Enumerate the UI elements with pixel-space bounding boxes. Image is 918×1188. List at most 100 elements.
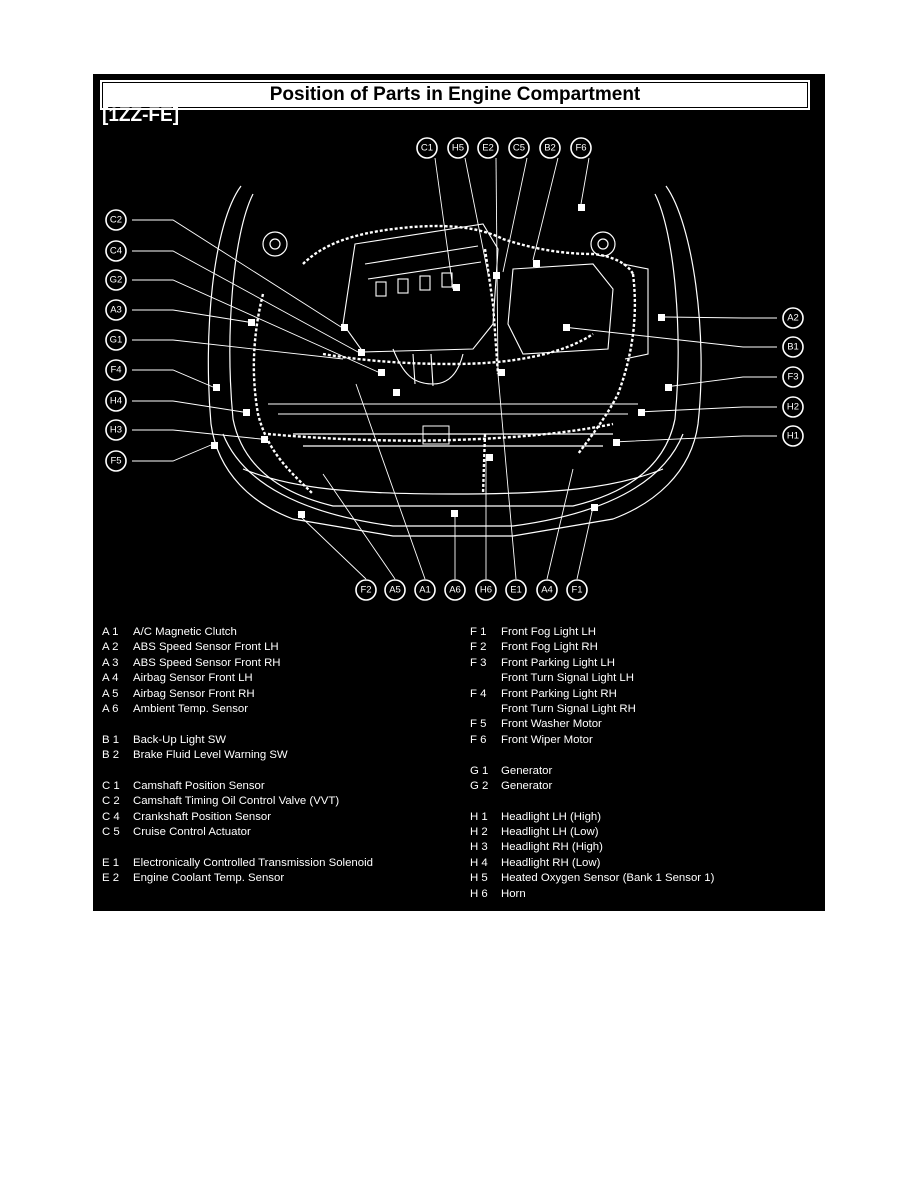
legend-entry: C 2 Camshaft Timing Oil Control Valve (VV… bbox=[102, 794, 373, 809]
legend-text: Front Fog Light RH bbox=[501, 641, 598, 654]
legend-code: E 1 bbox=[102, 856, 120, 869]
legend-entry: H 6 Horn bbox=[470, 887, 714, 902]
legend-entry: A 4 Airbag Sensor Front LH bbox=[102, 671, 373, 686]
svg-text:C5: C5 bbox=[513, 143, 525, 154]
legend-text: Generator bbox=[501, 779, 553, 792]
legend-text: Horn bbox=[501, 887, 526, 900]
legend-text: Headlight LH (High) bbox=[501, 810, 602, 823]
legend-text: A/C Magnetic Clutch bbox=[133, 626, 237, 638]
legend-entry: F 3 Front Parking Light LH bbox=[470, 656, 714, 671]
legend-code: A 5 bbox=[102, 687, 119, 700]
legend-text: Ambient Temp. Sensor bbox=[133, 702, 249, 715]
legend-text: Camshaft Position Sensor bbox=[133, 779, 265, 792]
legend-code: F 3 bbox=[470, 656, 487, 669]
legend-code: F 4 bbox=[470, 687, 487, 700]
callout-H5: H5 bbox=[447, 137, 469, 159]
legend-text: Generator bbox=[501, 764, 553, 777]
battery-area bbox=[507, 263, 649, 360]
legend-code: H 4 bbox=[470, 856, 488, 869]
engine-compartment-drawing: C1 H5 E2 C5 B2 F6 C2 C4 G2 A3 G1 F4 H4 H… bbox=[105, 137, 804, 601]
svg-text:H5: H5 bbox=[452, 143, 464, 154]
legend-text: Front Parking Light LH bbox=[501, 656, 615, 669]
legend-text: Engine Coolant Temp. Sensor bbox=[133, 872, 285, 885]
callout-B1: B1 bbox=[782, 336, 804, 358]
legend-code bbox=[470, 671, 501, 686]
legend-code: F 2 bbox=[470, 641, 487, 654]
legend-code: A 2 bbox=[102, 641, 119, 654]
legend-entry: H 4 Headlight RH (Low) bbox=[470, 856, 714, 871]
legend-text: Front Turn Signal Light LH bbox=[501, 672, 634, 685]
callout-A2: A2 bbox=[782, 307, 804, 329]
callout-F4: F4 bbox=[105, 359, 127, 381]
legend-text: Crankshaft Position Sensor bbox=[133, 810, 272, 823]
legend-text: Airbag Sensor Front LH bbox=[133, 672, 253, 685]
legend-entry: G 1 Generator bbox=[470, 764, 714, 779]
legend-entry bbox=[102, 717, 373, 732]
callout-E1: E1 bbox=[505, 579, 527, 601]
legend-code: B 2 bbox=[102, 749, 120, 762]
legend-text: Headlight RH (High) bbox=[501, 841, 603, 854]
callout-A4: A4 bbox=[536, 579, 558, 601]
callout-C4: C4 bbox=[105, 240, 127, 262]
svg-text:B2: B2 bbox=[544, 143, 556, 154]
radiator-support bbox=[268, 403, 638, 445]
legend-text: Front Washer Motor bbox=[501, 718, 602, 731]
legend-code: F 1 bbox=[470, 626, 487, 638]
legend-code: H 6 bbox=[470, 887, 488, 900]
wire-harness bbox=[252, 224, 637, 495]
svg-text:G2: G2 bbox=[110, 275, 123, 286]
legend-text: Front Turn Signal Light RH bbox=[501, 702, 636, 715]
svg-text:A6: A6 bbox=[449, 585, 461, 596]
legend-code: A 4 bbox=[102, 672, 119, 685]
legend-text: Camshaft Timing Oil Control Valve (VVT) bbox=[133, 795, 340, 808]
legend-entry bbox=[102, 764, 373, 779]
legend-entry bbox=[102, 840, 373, 855]
legend-text: Front Parking Light RH bbox=[501, 687, 617, 700]
strut-tower-right bbox=[590, 231, 616, 257]
legend-code: F 5 bbox=[470, 718, 487, 731]
svg-text:E1: E1 bbox=[510, 585, 522, 596]
legend-text: Airbag Sensor Front RH bbox=[133, 687, 255, 700]
engine-block bbox=[342, 223, 499, 387]
legend-entry: B 2 Brake Fluid Level Warning SW bbox=[102, 748, 373, 763]
legend-entry: H 3 Headlight RH (High) bbox=[470, 840, 714, 855]
callout-G2: G2 bbox=[105, 269, 127, 291]
callout-F1: F1 bbox=[566, 579, 588, 601]
legend-code: A 1 bbox=[102, 626, 119, 638]
svg-text:A1: A1 bbox=[419, 585, 431, 596]
legend-text: Brake Fluid Level Warning SW bbox=[133, 749, 288, 762]
svg-text:B1: B1 bbox=[787, 342, 799, 353]
callout-H6: H6 bbox=[475, 579, 497, 601]
legend-text: Headlight RH (Low) bbox=[501, 856, 601, 869]
legend-text: Electronically Controlled Transmission S… bbox=[133, 856, 373, 869]
legend-code bbox=[470, 702, 501, 717]
callout-F5: F5 bbox=[105, 450, 127, 472]
callout-H4: H4 bbox=[105, 390, 127, 412]
legend-code: H 3 bbox=[470, 841, 488, 854]
svg-text:H3: H3 bbox=[110, 425, 122, 436]
svg-text:F5: F5 bbox=[110, 456, 121, 467]
svg-text:E2: E2 bbox=[482, 143, 494, 154]
legend-code: C 2 bbox=[102, 795, 120, 808]
callout-F6: F6 bbox=[570, 137, 592, 159]
callout-H2: H2 bbox=[782, 396, 804, 418]
callout-C1: C1 bbox=[416, 137, 438, 159]
legend-entry: F 4 Front Parking Light RH bbox=[470, 687, 714, 702]
legend-text: ABS Speed Sensor Front RH bbox=[133, 656, 281, 669]
svg-text:F2: F2 bbox=[360, 585, 371, 596]
legend-code: G 1 bbox=[470, 764, 489, 777]
callout-B2: B2 bbox=[539, 137, 561, 159]
title-box: Position of Parts in Engine Compartment bbox=[100, 80, 810, 110]
svg-text:F6: F6 bbox=[575, 143, 586, 154]
callout-G1: G1 bbox=[105, 329, 127, 351]
